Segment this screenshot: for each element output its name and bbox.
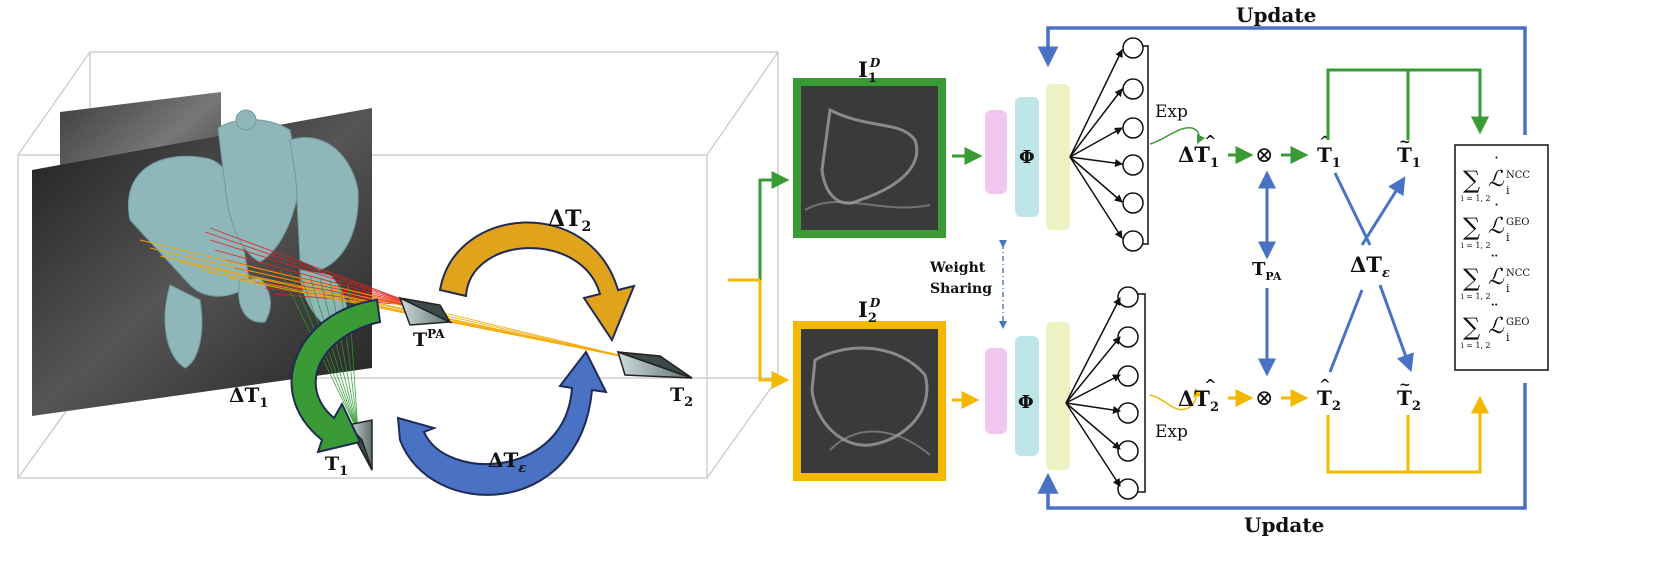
- label-t-pa: TPA: [413, 327, 445, 351]
- otimes-top: ⊗: [1255, 143, 1273, 168]
- svg-text:~: ~: [1399, 134, 1411, 150]
- svg-text:^: ^: [1204, 132, 1217, 150]
- label-delta-teps-center: ΔTε: [1350, 252, 1390, 281]
- svg-text:i = 1, 2: i = 1, 2: [1461, 341, 1491, 350]
- svg-text:GEO: GEO: [1506, 317, 1530, 328]
- loss-ncc-2: ∑ i = 1, 2 ℒ ¨ i NCC: [1461, 252, 1530, 301]
- label-t2-tilde: T2: [1397, 386, 1421, 414]
- svg-text:i: i: [1506, 282, 1510, 295]
- label-t1: T1: [325, 453, 348, 479]
- label-delta-t2: ΔT2: [548, 206, 591, 235]
- svg-text:i = 1, 2: i = 1, 2: [1461, 241, 1491, 250]
- loss-box: ∑ i = 1, 2 ℒ ˙ i NCC ∑ i = 1, 2 ℒ ˙ i GE…: [1454, 144, 1549, 371]
- sharing-label: Sharing: [930, 281, 992, 297]
- label-delta-t1: ΔT1: [229, 383, 268, 411]
- svg-text:∑: ∑: [1463, 166, 1480, 194]
- input-image-2: I2D: [793, 296, 946, 481]
- branch-arrows: [728, 171, 790, 389]
- scene-3d: ΔT2 TPA T2 ΔT1 T1 ΔTε: [17, 51, 779, 496]
- label-delta-t2-hat: ΔT2: [1178, 386, 1219, 415]
- svg-text:i: i: [1506, 184, 1510, 197]
- svg-text:NCC: NCC: [1506, 268, 1530, 279]
- svg-text:ℒ: ℒ: [1488, 265, 1505, 290]
- node-fan-bottom: [1065, 286, 1146, 500]
- svg-text:i = 1, 2: i = 1, 2: [1461, 194, 1491, 203]
- network-node-icon: [1117, 286, 1139, 308]
- svg-text:^: ^: [1319, 134, 1331, 150]
- weight-label: Weight: [929, 260, 986, 276]
- loss-geo-1: ∑ i = 1, 2 ℒ ˙ i GEO: [1461, 201, 1530, 250]
- svg-text:ℒ: ℒ: [1488, 214, 1505, 239]
- svg-text:∑: ∑: [1463, 264, 1480, 292]
- otimes-bottom: ⊗: [1255, 386, 1273, 411]
- svg-text:i: i: [1506, 231, 1510, 244]
- svg-text:¨: ¨: [1490, 252, 1499, 273]
- label-t-pa-sub: TPA: [1252, 259, 1282, 283]
- update-top-label: Update: [1236, 3, 1316, 27]
- input-image-1: I1D: [793, 56, 946, 238]
- svg-text:˙: ˙: [1492, 201, 1501, 222]
- xray-image: [820, 107, 919, 205]
- label-t1-tilde: T1: [1397, 143, 1421, 171]
- network-bottom: Φ: [985, 322, 1070, 470]
- pelvis-3d-model: [128, 109, 359, 369]
- label-delta-t1-hat: ΔT1: [1178, 142, 1219, 171]
- svg-text:i = 1, 2: i = 1, 2: [1461, 292, 1491, 301]
- svg-text:^: ^: [1319, 377, 1331, 393]
- curved-arrow-delta-t1: [290, 298, 382, 454]
- loss-geo-2: ∑ i = 1, 2 ℒ ¨ i GEO: [1461, 301, 1530, 350]
- svg-text:GEO: GEO: [1506, 217, 1530, 228]
- curved-arrow-delta-t2: [438, 221, 636, 343]
- label-t1-hat: T1: [1317, 143, 1341, 171]
- svg-text:^: ^: [1204, 376, 1217, 394]
- network-top: Φ: [985, 84, 1070, 230]
- svg-text:NCC: NCC: [1506, 170, 1530, 181]
- cross-arrows: [1328, 172, 1414, 373]
- svg-text:i: i: [1506, 331, 1510, 344]
- camera-cone-icon-T2: [616, 350, 693, 379]
- exp-top: Exp: [1155, 102, 1188, 122]
- node-fan-top: [1069, 37, 1149, 252]
- svg-text:ℒ: ℒ: [1488, 314, 1505, 339]
- curved-arrow-delta-teps: [396, 350, 608, 496]
- camera-cone-icon-PA: [398, 296, 453, 326]
- exp-bottom: Exp: [1155, 422, 1188, 442]
- update-bottom-label: Update: [1244, 513, 1324, 537]
- xray-image: [810, 346, 929, 447]
- label-i1-d: I1D: [858, 56, 881, 86]
- update-loop-top: [1037, 26, 1527, 135]
- label-t2-hat: T2: [1317, 386, 1341, 414]
- svg-text:ℒ: ℒ: [1488, 167, 1505, 192]
- loss-ncc-1: ∑ i = 1, 2 ℒ ˙ i NCC: [1461, 154, 1530, 203]
- svg-text:∑: ∑: [1463, 213, 1480, 241]
- phi-bottom: Φ: [1018, 392, 1034, 413]
- svg-text:~: ~: [1399, 377, 1411, 393]
- phi-top: Φ: [1019, 147, 1035, 168]
- network-node-icon: [1122, 37, 1144, 59]
- label-delta-teps: ΔTε: [488, 448, 526, 476]
- label-i2-d: I2D: [858, 296, 881, 326]
- svg-text:¨: ¨: [1490, 301, 1499, 322]
- label-t2: T2: [670, 384, 693, 410]
- update-loop-bottom: [1037, 383, 1527, 510]
- svg-text:˙: ˙: [1492, 154, 1501, 175]
- svg-text:∑: ∑: [1463, 313, 1480, 341]
